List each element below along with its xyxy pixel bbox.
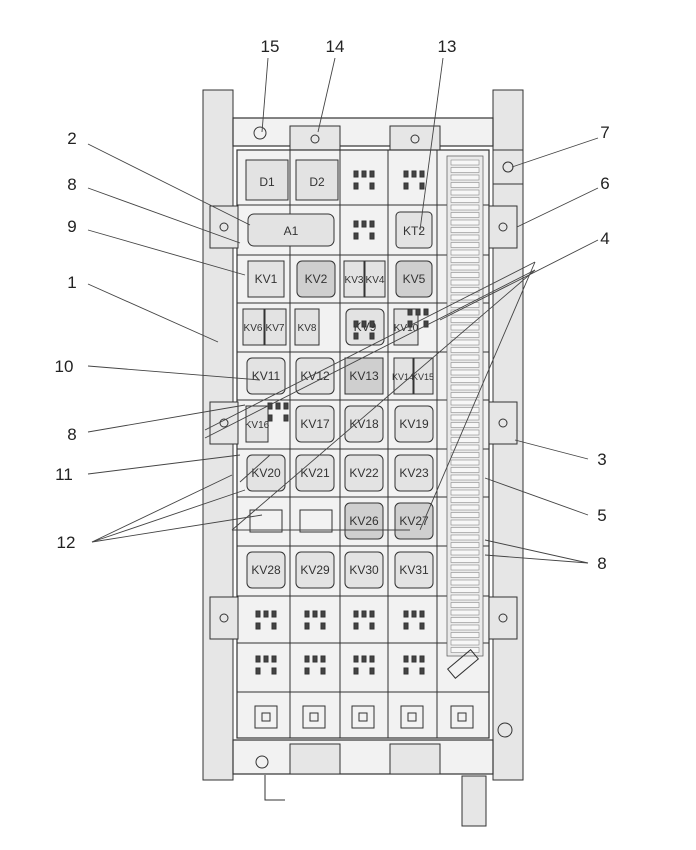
svg-text:KV15: KV15 xyxy=(412,372,434,382)
relay-KV20: KV20 xyxy=(246,454,286,492)
relay-D2: D2 xyxy=(295,159,339,201)
bottom-terminals xyxy=(254,649,480,729)
leader-lines xyxy=(87,57,599,564)
relay-KV8: KV8 xyxy=(294,308,320,346)
relay-KV22: KV22 xyxy=(344,454,384,492)
svg-text:KV13: KV13 xyxy=(349,369,379,383)
svg-text:KV6: KV6 xyxy=(244,323,263,334)
top-left-screw xyxy=(253,126,267,140)
relay-KV28: KV28 xyxy=(246,551,286,589)
bottom-clamp-left xyxy=(289,743,341,775)
callout-8-top: 8 xyxy=(67,175,76,194)
callout-11: 11 xyxy=(55,465,73,484)
relay-KT2: KT2 xyxy=(395,211,433,249)
callout-15: 15 xyxy=(261,37,280,56)
svg-text:KV23: KV23 xyxy=(399,466,429,480)
relay-KV15: KV15 xyxy=(412,357,434,395)
callout-13: 13 xyxy=(438,37,457,56)
callout-5: 5 xyxy=(597,506,606,525)
svg-text:KV30: KV30 xyxy=(349,563,379,577)
callout-12: 12 xyxy=(57,533,76,552)
relay-KV27: KV27 xyxy=(394,502,434,540)
svg-text:KV21: KV21 xyxy=(300,466,330,480)
relay-KV29: KV29 xyxy=(295,551,335,589)
relay-KV2: KV2 xyxy=(296,260,336,298)
svg-text:KV8: KV8 xyxy=(298,323,317,334)
svg-text:KV10: KV10 xyxy=(394,323,419,334)
relay-KV21: KV21 xyxy=(295,454,335,492)
svg-text:KV28: KV28 xyxy=(251,563,281,577)
relay-KV5: KV5 xyxy=(395,260,433,298)
mounting-brackets xyxy=(209,205,518,640)
callout-10: 10 xyxy=(55,357,74,376)
svg-text:D1: D1 xyxy=(259,175,275,189)
top-plate xyxy=(232,117,494,147)
svg-text:KV20: KV20 xyxy=(251,466,281,480)
svg-text:KV2: KV2 xyxy=(305,272,328,286)
relay-KV7: KV7 xyxy=(264,308,287,346)
svg-text:KV4: KV4 xyxy=(366,275,385,286)
callout-8-bottom: 8 xyxy=(597,554,606,573)
svg-text:KV11: KV11 xyxy=(252,369,281,383)
svg-text:KV29: KV29 xyxy=(300,563,330,577)
svg-text:KV3: KV3 xyxy=(345,275,364,286)
callout-7: 7 xyxy=(600,123,609,142)
svg-text:KV18: KV18 xyxy=(349,417,379,431)
bottom-clamp-right xyxy=(389,743,441,775)
svg-text:KV27: KV27 xyxy=(399,514,429,528)
svg-text:KV16: KV16 xyxy=(245,420,270,431)
relay-KV31: KV31 xyxy=(394,551,434,589)
svg-text:KV14: KV14 xyxy=(392,372,414,382)
svg-text:KV31: KV31 xyxy=(399,563,429,577)
relay-KV3: KV3 xyxy=(343,260,365,298)
relay-KV12: KV12 xyxy=(295,357,335,395)
callout-3: 3 xyxy=(597,450,606,469)
bottom-left-screw xyxy=(255,755,269,769)
callout-1: 1 xyxy=(67,273,76,292)
callout-8-middle: 8 xyxy=(67,425,76,444)
relay-KV18: KV18 xyxy=(344,405,384,443)
bottom-cable xyxy=(461,775,487,827)
svg-text:KV17: KV17 xyxy=(300,417,330,431)
callout-14: 14 xyxy=(326,37,345,56)
svg-text:D2: D2 xyxy=(309,175,325,189)
callout-4: 4 xyxy=(600,229,609,248)
relay-KV16: KV16 xyxy=(245,405,270,443)
relay-KV14: KV14 xyxy=(392,357,414,395)
svg-text:A1: A1 xyxy=(284,224,299,238)
empty-sockets-row xyxy=(249,509,333,533)
relay-KV19: KV19 xyxy=(394,405,434,443)
relay-KV26: KV26 xyxy=(344,502,384,540)
svg-text:KV22: KV22 xyxy=(349,466,379,480)
svg-text:KT2: KT2 xyxy=(403,224,425,238)
callout-2: 2 xyxy=(67,129,76,148)
perspective-lines xyxy=(204,261,536,531)
relay-KV6: KV6 xyxy=(242,308,265,346)
relay-KV30: KV30 xyxy=(344,551,384,589)
callout-9: 9 xyxy=(67,217,76,236)
fuse-strip xyxy=(446,155,484,657)
relay-KV23: KV23 xyxy=(394,454,434,492)
bottom-plate xyxy=(232,739,494,775)
svg-text:KV5: KV5 xyxy=(403,272,426,286)
relay-KV11: KV11 xyxy=(246,357,286,395)
svg-text:KV1: KV1 xyxy=(255,272,278,286)
right-clamp-7 xyxy=(492,149,524,185)
svg-text:KV19: KV19 xyxy=(399,417,429,431)
svg-text:KV7: KV7 xyxy=(266,323,285,334)
relay-D1: D1 xyxy=(245,159,289,201)
svg-text:KV26: KV26 xyxy=(349,514,379,528)
callout-6: 6 xyxy=(600,174,609,193)
module-A1: A1 xyxy=(247,213,335,247)
relay-KV4: KV4 xyxy=(364,260,386,298)
svg-text:KV12: KV12 xyxy=(300,369,330,383)
relay-KV10: KV10 xyxy=(393,308,419,346)
relay-KV1: KV1 xyxy=(247,260,285,298)
socket-patterns xyxy=(255,170,429,675)
relay-KV17: KV17 xyxy=(295,405,335,443)
